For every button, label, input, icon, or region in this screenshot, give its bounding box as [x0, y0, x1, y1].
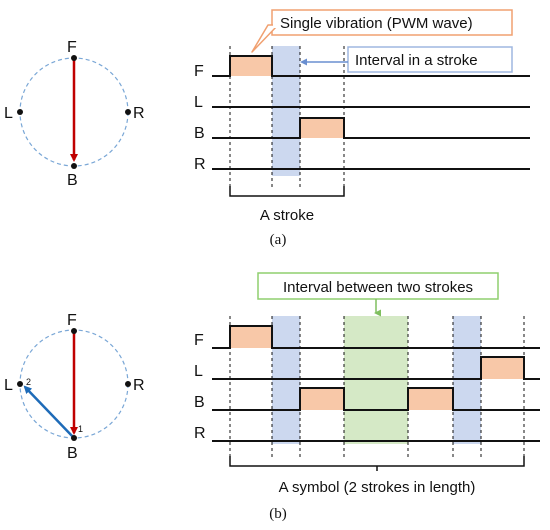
label-l: L — [4, 377, 13, 394]
brace-label: A symbol (2 strokes in length) — [279, 479, 476, 496]
label-r: R — [133, 105, 145, 122]
dot-f — [71, 328, 77, 334]
row-label-r: R — [194, 425, 206, 442]
dot-b — [71, 435, 77, 441]
interval-highlight — [272, 46, 300, 176]
dot-b — [71, 163, 77, 169]
pwm-pulse-l — [481, 357, 524, 379]
pwm-pulse-b-2 — [408, 388, 453, 410]
callout-between-strokes: Interval between two strokes — [257, 272, 499, 317]
label-f: F — [67, 39, 77, 56]
pwm-pulse-f — [230, 56, 272, 76]
callout-box — [257, 272, 499, 300]
signal-f — [212, 325, 540, 349]
callout-interval: Interval in a stroke — [300, 46, 513, 73]
dot-l — [17, 381, 23, 387]
signal-lines — [212, 325, 540, 442]
dot-r — [125, 381, 131, 387]
direction-circle-b: F L R B 1 2 — [4, 312, 145, 462]
pwm-pulse-b-1 — [300, 388, 344, 410]
callout-box — [347, 46, 513, 73]
dot-f — [71, 55, 77, 61]
row-label-l: L — [194, 94, 203, 111]
timing-chart-b: F L B R Interval between two strokes A s… — [194, 272, 540, 496]
symbol-brace — [229, 456, 525, 467]
row-label-f: F — [194, 332, 204, 349]
panel-b: F L R B 1 2 — [4, 272, 540, 522]
signal-f — [212, 55, 530, 77]
label-b: B — [67, 172, 78, 189]
pwm-pulse-b — [300, 118, 344, 138]
row-label-r: R — [194, 156, 206, 173]
signal-b — [212, 387, 540, 411]
callout-vibration-text: Single vibration (PWM wave) — [280, 15, 473, 32]
caption-a: (a) — [270, 232, 287, 248]
row-label-b: B — [194, 125, 205, 142]
label-b: B — [67, 445, 78, 462]
direction-circle-a: F L R B — [4, 39, 145, 189]
signal-l — [212, 356, 540, 380]
row-label-l: L — [194, 363, 203, 380]
callout-box — [271, 9, 513, 36]
marker-1: 1 — [78, 424, 83, 434]
marker-2: 2 — [26, 377, 31, 387]
callout-single-vibration: Single vibration (PWM wave) — [251, 9, 513, 53]
dot-r — [125, 109, 131, 115]
panel-a: F L R B F L — [4, 9, 530, 248]
label-l: L — [4, 105, 13, 122]
signal-b — [212, 117, 530, 139]
timing-chart-a: F L B R Single vibration (PWM wave) Inte… — [194, 9, 530, 224]
dot-l — [17, 109, 23, 115]
callout-interval-text: Interval in a stroke — [355, 52, 478, 69]
row-label-b: B — [194, 394, 205, 411]
pwm-pulse-f — [230, 326, 272, 348]
stroke-brace — [229, 186, 345, 197]
signal-lines — [212, 55, 530, 170]
brace-label: A stroke — [260, 207, 314, 224]
row-label-f: F — [194, 63, 204, 80]
caption-b: (b) — [269, 506, 287, 522]
callout-between-text: Interval between two strokes — [283, 279, 473, 296]
stroke-arrow-b-to-l — [23, 385, 75, 439]
label-f: F — [67, 312, 77, 329]
label-r: R — [133, 377, 145, 394]
